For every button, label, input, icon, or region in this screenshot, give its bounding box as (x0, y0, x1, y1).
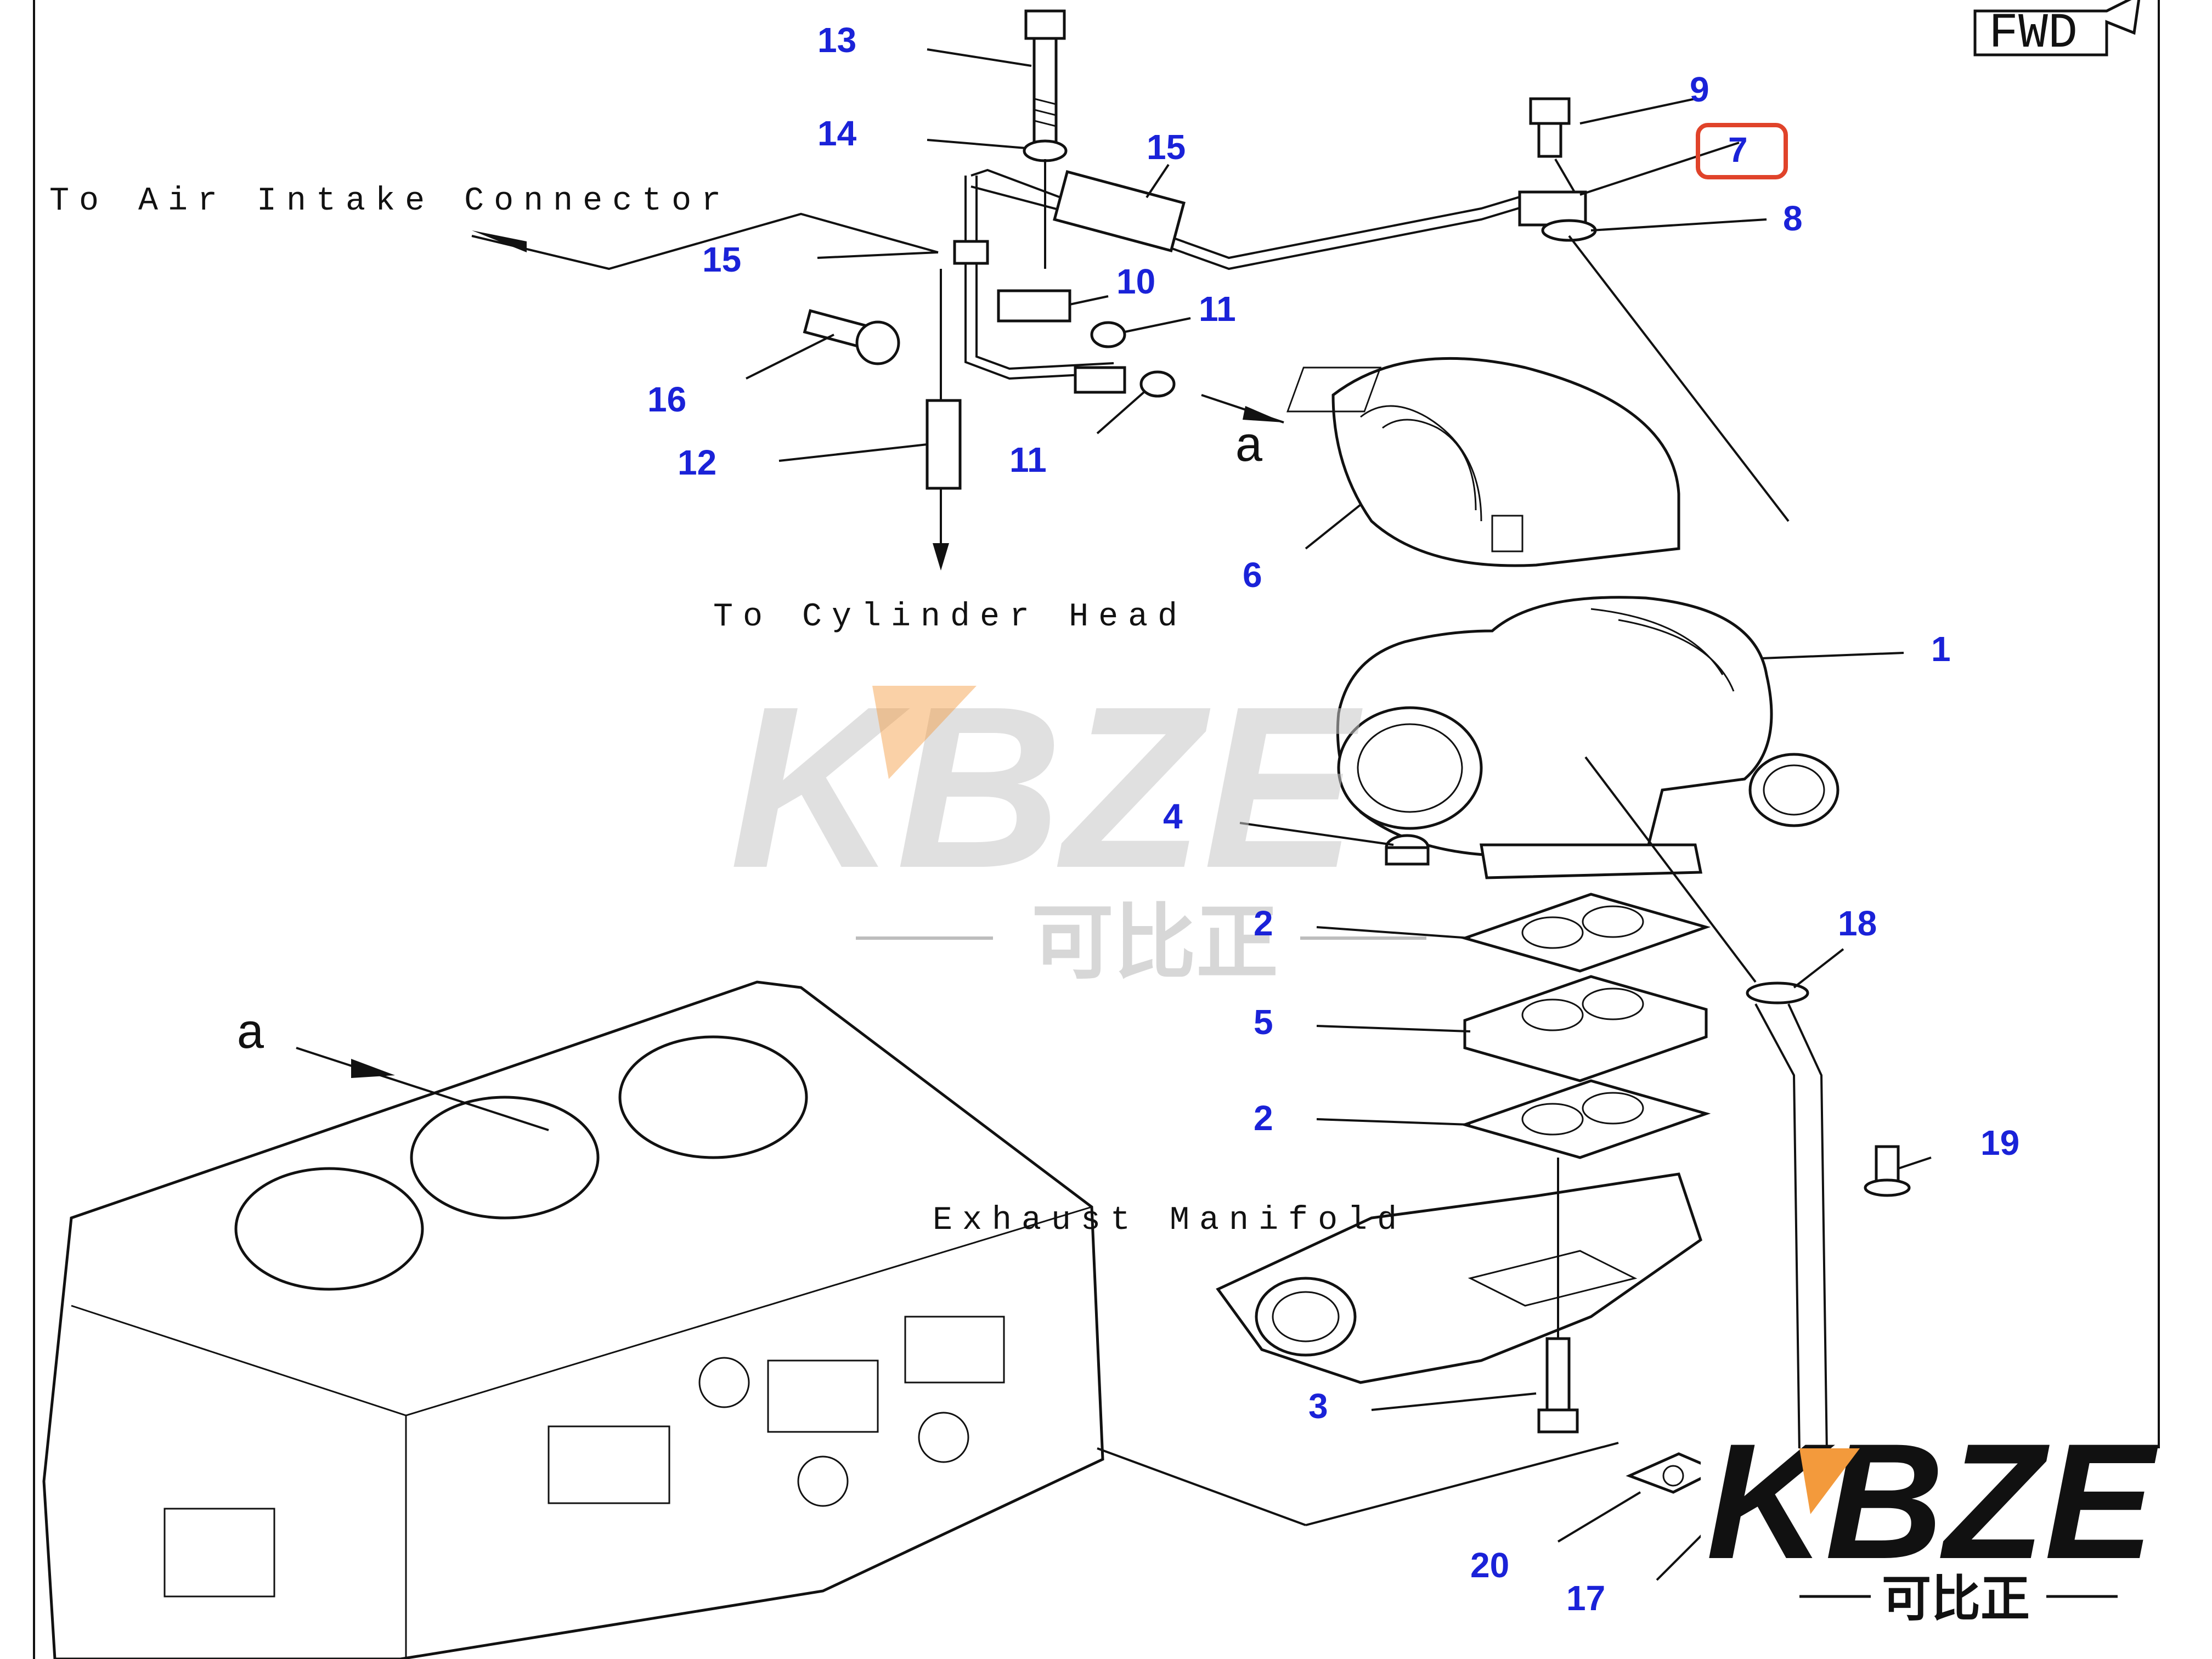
fwd-arrow-icon: FWD (1973, 0, 2141, 62)
bracket-15 (1053, 170, 1186, 252)
exhaust-manifold (1216, 1172, 1702, 1384)
gasket-2-top (1460, 893, 1711, 973)
watermark-accent (872, 686, 977, 779)
callout-6: 6 (1243, 555, 1262, 595)
callout-11-top: 11 (1199, 289, 1236, 329)
brand-logo: KBZE 可比正 (1701, 1409, 2212, 1659)
spacer-5 (1463, 975, 1708, 1082)
drain-pipe-left (1754, 1003, 1801, 1454)
air-intake-label: To Air Intake Connector (49, 183, 731, 220)
washer-14 (1023, 139, 1068, 162)
exhaust-manifold-label: Exhaust Manifold (933, 1202, 1407, 1239)
callout-4: 4 (1163, 797, 1183, 836)
callout-7: 7 (1728, 130, 1748, 170)
bolt-16 (803, 309, 900, 365)
highlight-box-7 (1696, 123, 1788, 179)
arrow-down-icon (933, 543, 949, 571)
turbocharger-1 (1336, 596, 1839, 879)
fwd-label: FWD (1989, 6, 2078, 62)
callout-3: 3 (1308, 1386, 1328, 1426)
washer-11-b (1139, 370, 1176, 398)
callout-2-bottom: 2 (1254, 1098, 1273, 1138)
drain-pipe-right (1787, 1003, 1828, 1454)
engine-block (42, 980, 1104, 1659)
callout-20: 20 (1470, 1545, 1509, 1585)
callout-15-top: 15 (1147, 127, 1186, 167)
washer-11-a (1090, 321, 1126, 348)
logo-accent (1799, 1448, 1860, 1514)
callout-15-left: 15 (702, 240, 741, 279)
watermark-brand: KBZE (730, 659, 1365, 916)
watermark: KBZE 可比正 (730, 659, 1426, 991)
gasket-2-bottom (1460, 1079, 1711, 1159)
arrow-a-bottom-icon (351, 1059, 395, 1078)
callout-17: 17 (1566, 1578, 1605, 1618)
arrow-a-icon (1243, 406, 1284, 422)
watermark-chinese: 可比正 (1031, 895, 1278, 991)
bolt-9 (1529, 97, 1571, 158)
oil-pipe-left (964, 176, 1114, 380)
arrow-left-icon (472, 230, 527, 252)
callout-9: 9 (1690, 70, 1709, 109)
bolt-13 (1024, 9, 1066, 144)
gasket-18 (1746, 981, 1809, 1005)
nut-4 (1385, 834, 1430, 866)
logo-brand: KBZE (1706, 1409, 2160, 1593)
callout-14: 14 (817, 114, 857, 153)
callout-16: 16 (647, 380, 686, 419)
logo-chinese: 可比正 (1882, 1570, 2030, 1628)
callout-13: 13 (817, 20, 856, 60)
callout-8: 8 (1783, 199, 1803, 238)
bolt-19 (1864, 1145, 1911, 1197)
callout-11-bottom: 11 (1009, 440, 1047, 479)
cylinder-head-label: To Cylinder Head (713, 599, 1187, 636)
callout-18: 18 (1838, 904, 1877, 943)
callout-12: 12 (678, 443, 716, 482)
callout-10: 10 (1116, 262, 1155, 301)
connector-10 (997, 289, 1071, 323)
heat-shield-6 (1286, 357, 1680, 567)
clamp-15 (953, 240, 989, 265)
callout-5: 5 (1254, 1002, 1273, 1042)
ref-a-top: a (1234, 420, 1264, 476)
callout-19: 19 (1980, 1123, 2019, 1163)
ref-a-bottom: a (236, 1007, 266, 1063)
callout-1: 1 (1931, 629, 1951, 669)
bolt-3 (1537, 1337, 1579, 1434)
hose-12 (926, 399, 962, 490)
callout-2-top: 2 (1254, 904, 1273, 943)
